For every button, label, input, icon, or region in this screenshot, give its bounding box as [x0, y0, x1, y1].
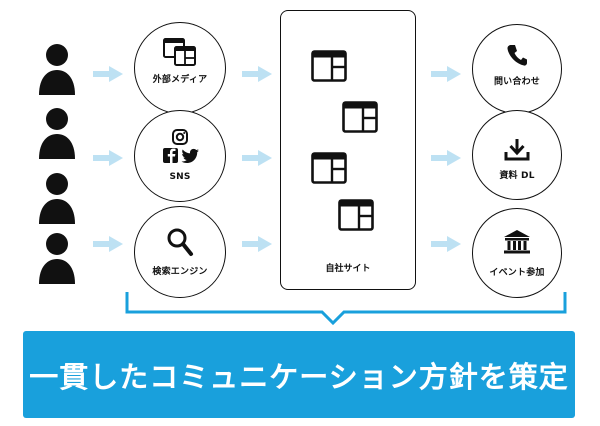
site-label: 自社サイト	[325, 264, 371, 274]
grouping-bracket	[125, 292, 567, 326]
web-page-icon	[311, 152, 347, 184]
facebook-icon	[163, 148, 178, 163]
person-icon	[37, 172, 77, 224]
web-page-icon	[311, 50, 347, 82]
outcome-label: 問い合わせ	[493, 77, 540, 87]
arrow-right-icon	[242, 236, 272, 252]
channel-label: 検索エンジン	[152, 267, 208, 277]
arrow-right-icon	[431, 66, 461, 82]
banner-text: 一貫したコミュニケーション方針を策定	[29, 359, 569, 394]
channel-label: 外部メディア	[152, 75, 208, 85]
outcome-label: イベント参加	[489, 268, 545, 278]
arrow-right-icon	[93, 150, 123, 166]
arrow-right-icon	[242, 150, 272, 166]
outcome-label: 資料 DL	[499, 171, 535, 181]
arrow-right-icon	[431, 150, 461, 166]
channel-sns: SNS	[134, 110, 226, 202]
web-page-icon	[338, 199, 374, 231]
channel-external-media: 外部メディア	[134, 22, 226, 114]
magnifier-icon	[167, 228, 193, 256]
arrow-right-icon	[431, 236, 461, 252]
person-icon	[37, 107, 77, 159]
phone-icon	[507, 45, 527, 66]
download-icon	[504, 139, 530, 161]
windows-icon	[163, 38, 196, 66]
arrow-right-icon	[93, 66, 123, 82]
instagram-icon	[172, 129, 188, 145]
person-icon	[37, 232, 77, 284]
outcome-download: 資料 DL	[472, 110, 562, 200]
arrow-right-icon	[93, 236, 123, 252]
person-icon	[37, 43, 77, 95]
arrow-right-icon	[242, 66, 272, 82]
channel-search-engine: 検索エンジン	[134, 206, 226, 298]
strategy-banner: 一貫したコミュニケーション方針を策定	[23, 331, 575, 418]
twitter-icon	[181, 148, 199, 163]
outcome-inquiry: 問い合わせ	[472, 24, 562, 114]
outcome-event: イベント参加	[472, 208, 562, 298]
web-page-icon	[342, 101, 378, 133]
social-icons	[163, 129, 199, 163]
own-site-box: 自社サイト	[280, 10, 416, 290]
building-icon	[504, 230, 530, 254]
channel-label: SNS	[169, 172, 191, 182]
